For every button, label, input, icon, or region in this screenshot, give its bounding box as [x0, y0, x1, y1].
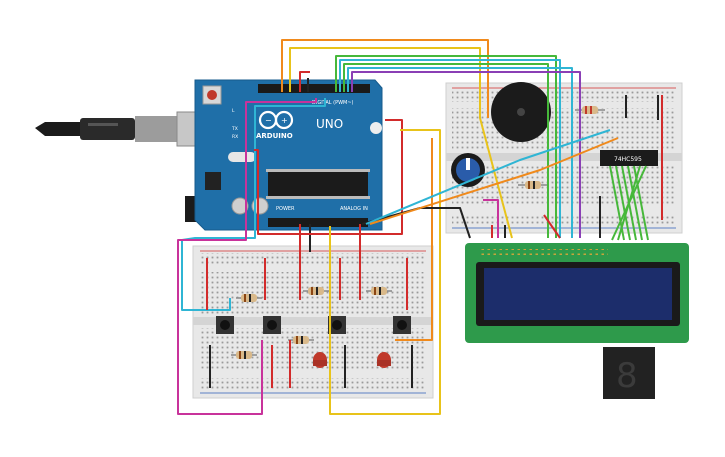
digital-label: DIGITAL (PWM~) [312, 100, 354, 106]
seven-segment-display: 8 [603, 347, 655, 399]
led-red [377, 352, 391, 368]
analog-label: ANALOG IN [340, 206, 368, 212]
svg-text:+: + [281, 116, 288, 125]
resistor [288, 336, 314, 344]
led-tx-label: TX [231, 126, 238, 132]
resistor [366, 287, 392, 295]
resistor [231, 351, 257, 359]
push-button[interactable] [216, 316, 234, 334]
led-rx-label: RX [232, 134, 238, 140]
analog-power-header [268, 218, 368, 227]
reset-button[interactable] [207, 90, 217, 100]
resistor [236, 294, 262, 302]
push-button[interactable] [263, 316, 281, 334]
shift-register-label: 74HC595 [614, 156, 642, 163]
atmega-chip [268, 172, 368, 196]
led-l-label: L [232, 108, 235, 114]
push-button[interactable] [393, 316, 411, 334]
svg-text:−: − [265, 116, 272, 125]
lcd-16x2 [465, 243, 689, 343]
arduino-logo-icon: − + [258, 110, 294, 130]
push-button[interactable] [328, 316, 346, 334]
usb-cable [35, 111, 208, 147]
led-red [313, 352, 327, 368]
arduino-model-text: UNO [316, 117, 343, 131]
lcd-screen [484, 268, 672, 320]
power-label: POWER [276, 206, 295, 212]
resistor [303, 287, 329, 295]
digital-header [258, 84, 370, 93]
arduino-uno-board: − + ARDUINO UNO DIGITAL (PWM~) POWER ANA… [194, 79, 383, 231]
seven-segment-digit: 8 [616, 356, 638, 396]
wires [177, 39, 663, 415]
shift-register-chip [600, 150, 658, 166]
resistor [518, 181, 548, 189]
arduino-logo-text: ARDUINO [256, 132, 293, 140]
